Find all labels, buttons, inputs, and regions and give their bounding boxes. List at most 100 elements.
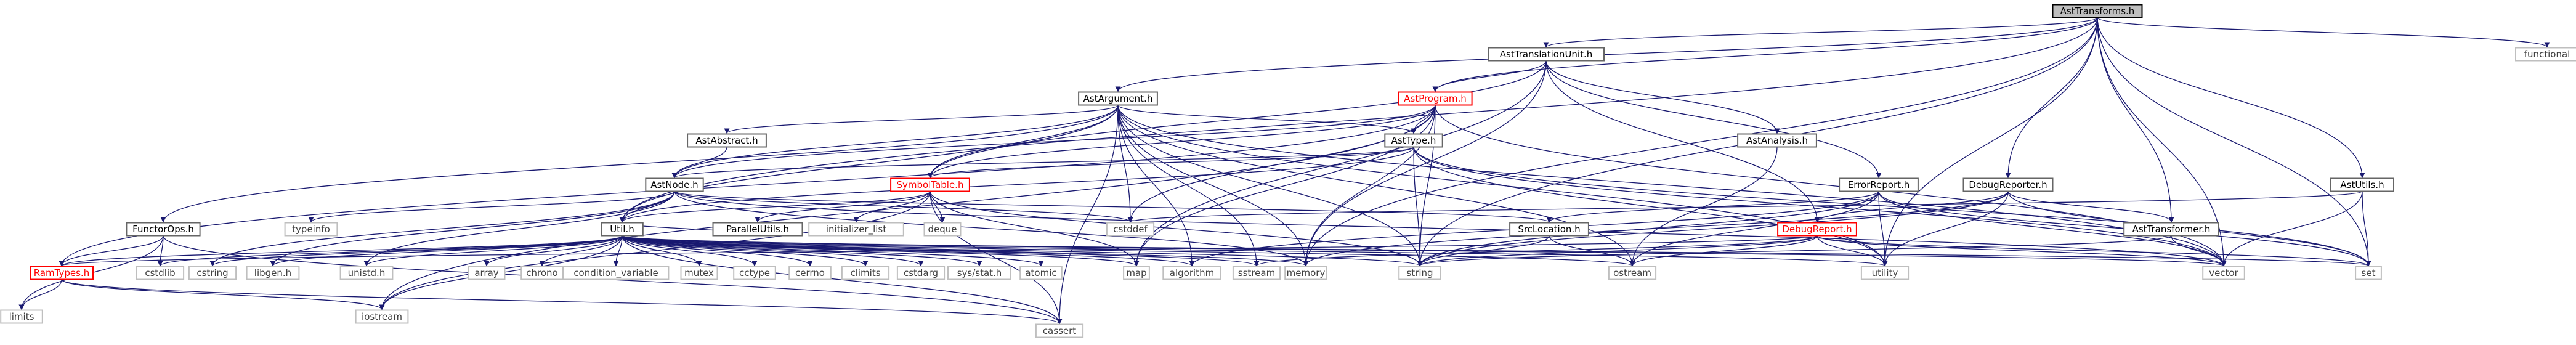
edge-astprogram-h-to-iostream (379, 105, 1436, 310)
node-box-astprogram-h (1398, 91, 1473, 106)
node-box-debugreport-h (1777, 222, 1857, 237)
node-box-asttransformer-h (2123, 222, 2219, 237)
node-label-ramtypes-h: RamTypes.h (34, 267, 89, 278)
edge-util-h-to-climits (622, 235, 869, 267)
node-libgen-h: libgen.h (246, 266, 300, 280)
edge-util-h-to-cstdarg (622, 235, 924, 267)
node-errorreport-h[interactable]: ErrorReport.h (1839, 177, 1919, 192)
node-box-sstream (1232, 266, 1281, 280)
node-box-unistd-h (339, 266, 394, 280)
edge-util-h-to-unistd-h (363, 235, 623, 267)
node-cstddef: cstddef (1106, 222, 1155, 237)
node-label-symboltable-h: SymbolTable.h (897, 179, 964, 190)
node-asttransformer-h[interactable]: AstTransformer.h (2123, 222, 2219, 237)
node-parallelutils-h[interactable]: ParallelUtils.h (712, 222, 803, 237)
node-astanalysis-h[interactable]: AstAnalysis.h (1737, 133, 1817, 148)
node-unistd-h: unistd.h (339, 266, 394, 280)
edge-debugreport-h-to-string (1417, 235, 1818, 267)
node-label-cstdlib: cstdlib (145, 267, 175, 278)
node-asttranslationunit-h[interactable]: AstTranslationUnit.h (1488, 47, 1605, 62)
node-label-cassert: cassert (1043, 325, 1076, 336)
edge-asttype-h-to-util-h (619, 147, 1414, 223)
edge-util-h-to-condition-variable (613, 235, 623, 267)
node-label-mutex: mutex (684, 267, 714, 278)
edge-util-h-to-utility (622, 235, 1887, 267)
node-label-string: string (1406, 267, 1433, 278)
edge-asttranslationunit-h-to-map (1133, 60, 1547, 267)
node-asttransforms-h: AstTransforms.h (2052, 4, 2143, 18)
node-box-astargument-h (1078, 91, 1158, 106)
edge-util-h-to-chrono (539, 235, 623, 267)
node-box-cerrno (788, 266, 832, 280)
edge-astnode-h-to-memory (674, 191, 1309, 267)
node-label-debugreport-h: DebugReport.h (1782, 224, 1852, 235)
edge-asttransforms-h-to-astargument-h (1115, 17, 2098, 92)
edge-debugreport-h-to-utility (1817, 235, 1888, 267)
edge-astnode-h-to-typeinfo (308, 190, 675, 223)
edge-debugreport-h-to-sstream (1254, 235, 1818, 267)
edge-astnode-h-to-vector (674, 191, 2227, 267)
node-label-typeinfo: typeinfo (292, 224, 330, 235)
edge-util-h-to-map (622, 235, 1140, 267)
node-box-asttransforms-h (2052, 4, 2143, 18)
edge-asttransforms-h-to-util-h (619, 17, 2098, 223)
node-label-ostream: ostream (1613, 267, 1651, 278)
node-box-asttranslationunit-h (1488, 47, 1605, 62)
node-astprogram-h[interactable]: AstProgram.h (1398, 91, 1473, 106)
edge-asttransforms-h-to-set (2097, 17, 2371, 267)
node-cassert: cassert (1035, 323, 1084, 338)
node-box-debugreporter-h (1962, 177, 2054, 192)
edge-symboltable-h-to-iostream (379, 191, 931, 310)
node-astargument-h[interactable]: AstArgument.h (1078, 91, 1158, 106)
node-astnode-h[interactable]: AstNode.h (645, 177, 704, 192)
edge-asttranslationunit-h-to-astprogram-h (1432, 60, 1547, 92)
node-label-set: set (2362, 267, 2376, 278)
node-label-utility: utility (1872, 267, 1898, 278)
node-label-sstream: sstream (1238, 267, 1275, 278)
edge-asttransforms-h-to-vector (2097, 17, 2227, 267)
node-srclocation-h[interactable]: SrcLocation.h (1509, 222, 1589, 237)
node-util-h[interactable]: Util.h (601, 222, 644, 237)
edge-debugreport-h-to-ramtypes-h (59, 235, 1818, 267)
edge-ramtypes-h-to-iostream (61, 278, 385, 310)
edge-debugreport-h-to-vector (1817, 235, 2227, 267)
edge-astnode-h-to-util-h (619, 191, 675, 223)
node-debugreport-h[interactable]: DebugReport.h (1777, 222, 1857, 237)
node-box-libgen-h (246, 266, 300, 280)
node-box-utility (1860, 266, 1910, 280)
node-cstdarg: cstdarg (896, 266, 946, 280)
edge-asttransforms-h-to-utility (1882, 17, 2098, 267)
node-astabstract-h[interactable]: AstAbstract.h (687, 133, 767, 148)
edge-util-h-to-string (622, 235, 1423, 267)
node-debugreporter-h[interactable]: DebugReporter.h (1962, 177, 2054, 192)
edge-astnode-h-to-cstring (209, 191, 675, 267)
node-box-symboltable-h (890, 177, 970, 192)
node-deque: deque (923, 222, 962, 237)
node-atomic: atomic (1019, 266, 1063, 280)
node-sstream: sstream (1232, 266, 1281, 280)
node-label-vector: vector (2209, 267, 2238, 278)
node-box-astabstract-h (687, 133, 767, 148)
edge-util-h-to-ostream (622, 235, 1635, 267)
node-label-atomic: atomic (1025, 267, 1056, 278)
edge-asttype-h-to-astnode-h (671, 146, 1414, 179)
node-label-asttype-h: AstType.h (1391, 135, 1436, 146)
node-box-cassert (1035, 323, 1084, 338)
node-mutex: mutex (680, 266, 718, 280)
node-label-functorops-h: FunctorOps.h (132, 224, 194, 235)
edge-asttype-h-to-set (1413, 147, 2371, 267)
node-box-ostream (1608, 266, 1657, 280)
node-functorops-h[interactable]: FunctorOps.h (126, 222, 201, 237)
node-label-array: array (474, 267, 498, 278)
node-box-cstring (188, 266, 237, 280)
node-box-map (1123, 266, 1150, 280)
node-box-initializer-list (808, 222, 904, 237)
node-astutils-h[interactable]: AstUtils.h (2330, 177, 2394, 192)
node-asttype-h[interactable]: AstType.h (1384, 133, 1443, 148)
node-symboltable-h[interactable]: SymbolTable.h (890, 177, 970, 192)
edge-astnode-h-to-cstddef (674, 190, 1133, 223)
edge-astargument-h-to-cassert (1056, 105, 1119, 325)
edge-asttranslationunit-h-to-astanalysis-h (1545, 60, 1780, 134)
node-ramtypes-h[interactable]: RamTypes.h (30, 266, 94, 280)
